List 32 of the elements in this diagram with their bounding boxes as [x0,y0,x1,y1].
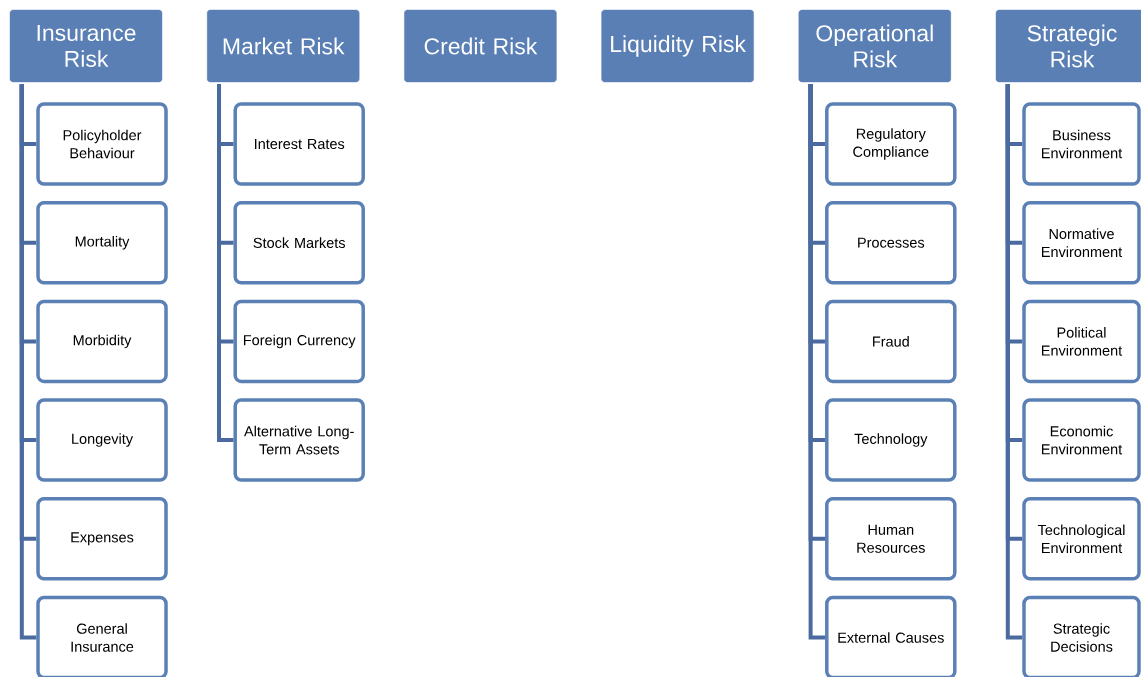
risk-box: Business Environment [1022,102,1141,186]
connector-line [1005,84,1023,640]
connector-line [217,84,234,443]
category-box: Liquidity Risk [601,9,754,83]
category-box: Operational Risk [798,9,951,83]
category-box: Market Risk [207,9,360,83]
risk-box: Mortality [36,200,168,285]
risk-box: Strategic Decisions [1022,595,1141,677]
risk-box: Stock Markets [233,200,365,285]
risk-box: Policyholder Behaviour [36,102,168,186]
risk-box: Foreign Currency [233,299,365,384]
risk-box: Human Resources [825,497,957,581]
risk-box: Political Environment [1022,299,1141,384]
connector-line [808,84,826,640]
risk-box: Technology [825,398,957,482]
category-box: Strategic Risk [995,9,1141,83]
risk-box: Processes [825,200,957,285]
risk-box: Economic Environment [1022,398,1141,482]
risk-box: Technological Environment [1022,497,1141,581]
risk-box: Longevity [36,398,168,482]
category-box: Credit Risk [404,9,557,83]
risk-box: Alternative Long-Term Assets [233,398,365,482]
risk-box: External Causes [825,595,957,677]
category-box: Insurance Risk [9,9,163,83]
risk-box: Morbidity [36,299,168,384]
risk-box: Expenses [36,497,168,581]
risk-box: Interest Rates [233,102,365,186]
risk-box: General Insurance [36,595,168,677]
risk-box: Fraud [825,299,957,384]
risk-box: Regulatory Compliance [825,102,957,186]
connector-line [19,84,37,640]
risk-box: Normative Environment [1022,200,1141,285]
